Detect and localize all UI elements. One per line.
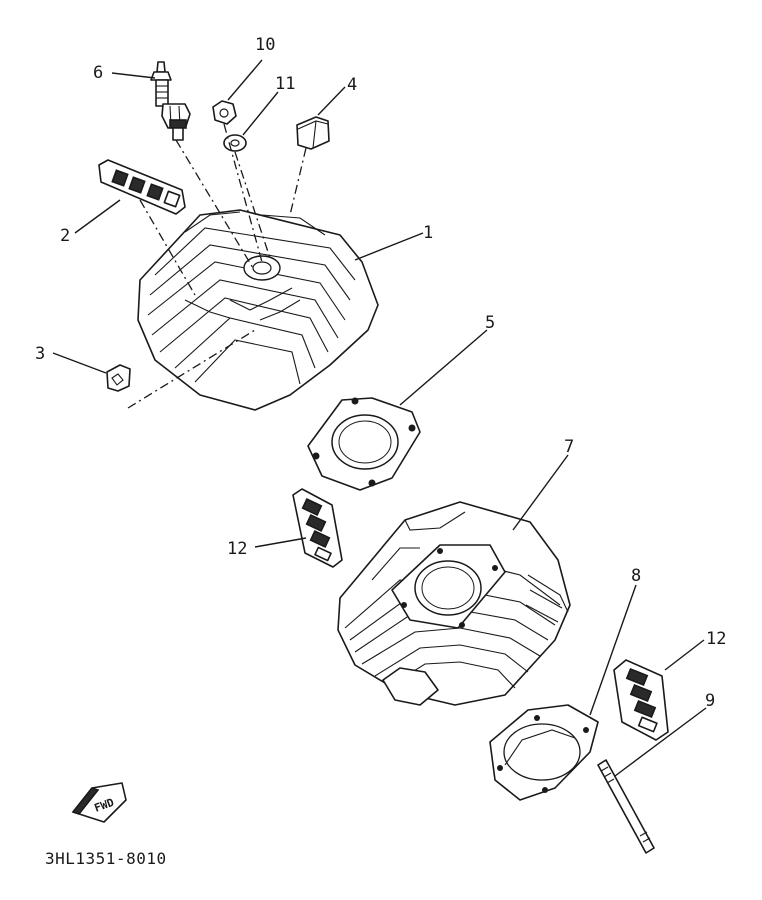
stud-bolt[interactable]	[597, 759, 655, 854]
assembly-centerlines	[127, 123, 307, 409]
callout-10: 10	[255, 35, 275, 55]
leader-lines	[52, 59, 707, 777]
callout-2: 2	[60, 226, 70, 246]
rubber-plug-small[interactable]	[106, 364, 131, 392]
nut[interactable]	[212, 100, 237, 125]
callout-12-left: 12	[227, 539, 247, 559]
fwd-direction-mark: FWD	[71, 782, 127, 823]
callout-4: 4	[347, 75, 357, 95]
callout-12-right: 12	[706, 629, 726, 649]
damper-head-front[interactable]	[98, 159, 186, 215]
cylinder[interactable]	[337, 501, 571, 706]
damper-left[interactable]	[292, 488, 343, 568]
washer[interactable]	[223, 134, 247, 152]
callout-1: 1	[423, 223, 433, 243]
callout-7: 7	[564, 437, 574, 457]
cylinder-head-gasket[interactable]	[307, 397, 421, 491]
cylinder-base-gasket[interactable]	[489, 704, 599, 801]
callout-5: 5	[485, 313, 495, 333]
callout-9: 9	[705, 691, 715, 711]
callout-11: 11	[275, 74, 295, 94]
callout-3: 3	[35, 344, 45, 364]
cylinder-head[interactable]	[137, 209, 379, 411]
rubber-plug-right[interactable]	[296, 116, 330, 150]
spark-plug[interactable]	[150, 61, 191, 141]
callout-labels: 6 10 11 4 2 1 3 5 7 12 8 12 9	[35, 35, 726, 711]
diagram-code: 3HL1351-8010	[45, 849, 167, 868]
callout-6: 6	[93, 63, 103, 83]
damper-right[interactable]	[613, 659, 669, 741]
callout-8: 8	[631, 566, 641, 586]
